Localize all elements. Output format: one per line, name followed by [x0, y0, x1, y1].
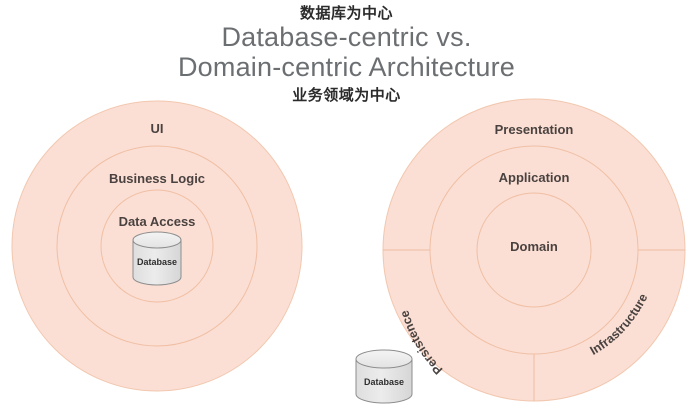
database-cylinder-external: Database [355, 349, 413, 404]
caption-domain-centric-zh: 业务领域为中心 [292, 86, 401, 104]
cylinder-top [132, 231, 182, 249]
ring-label-application: Application [499, 170, 570, 185]
page-title: Database-centric vs. Domain-centric Arch… [0, 22, 693, 82]
caption-database-centric-zh: 数据库为中心 [299, 4, 393, 22]
database-cylinder-inner: Database [132, 231, 182, 286]
right-architecture-diagram: Presentation Application Domain Persiste… [382, 98, 686, 402]
cylinder-top [355, 349, 413, 369]
ring-label-domain: Domain [510, 239, 558, 254]
cylinder-body [355, 358, 413, 404]
ring-label-presentation: Presentation [495, 122, 574, 137]
cylinder-body [132, 239, 182, 286]
ring-domain [476, 192, 592, 308]
page-title-line-2: Domain-centric Architecture [177, 52, 516, 82]
ring-label-data-access: Data Access [119, 214, 196, 229]
cylinder-label: Database [364, 377, 404, 387]
page-title-line-1: Database-centric vs. [221, 22, 472, 52]
left-architecture-diagram: UI Business Logic Data Access Database [11, 100, 303, 392]
ring-label-business-logic: Business Logic [109, 171, 205, 186]
cylinder-label: Database [137, 257, 177, 267]
ring-label-ui: UI [151, 121, 164, 136]
